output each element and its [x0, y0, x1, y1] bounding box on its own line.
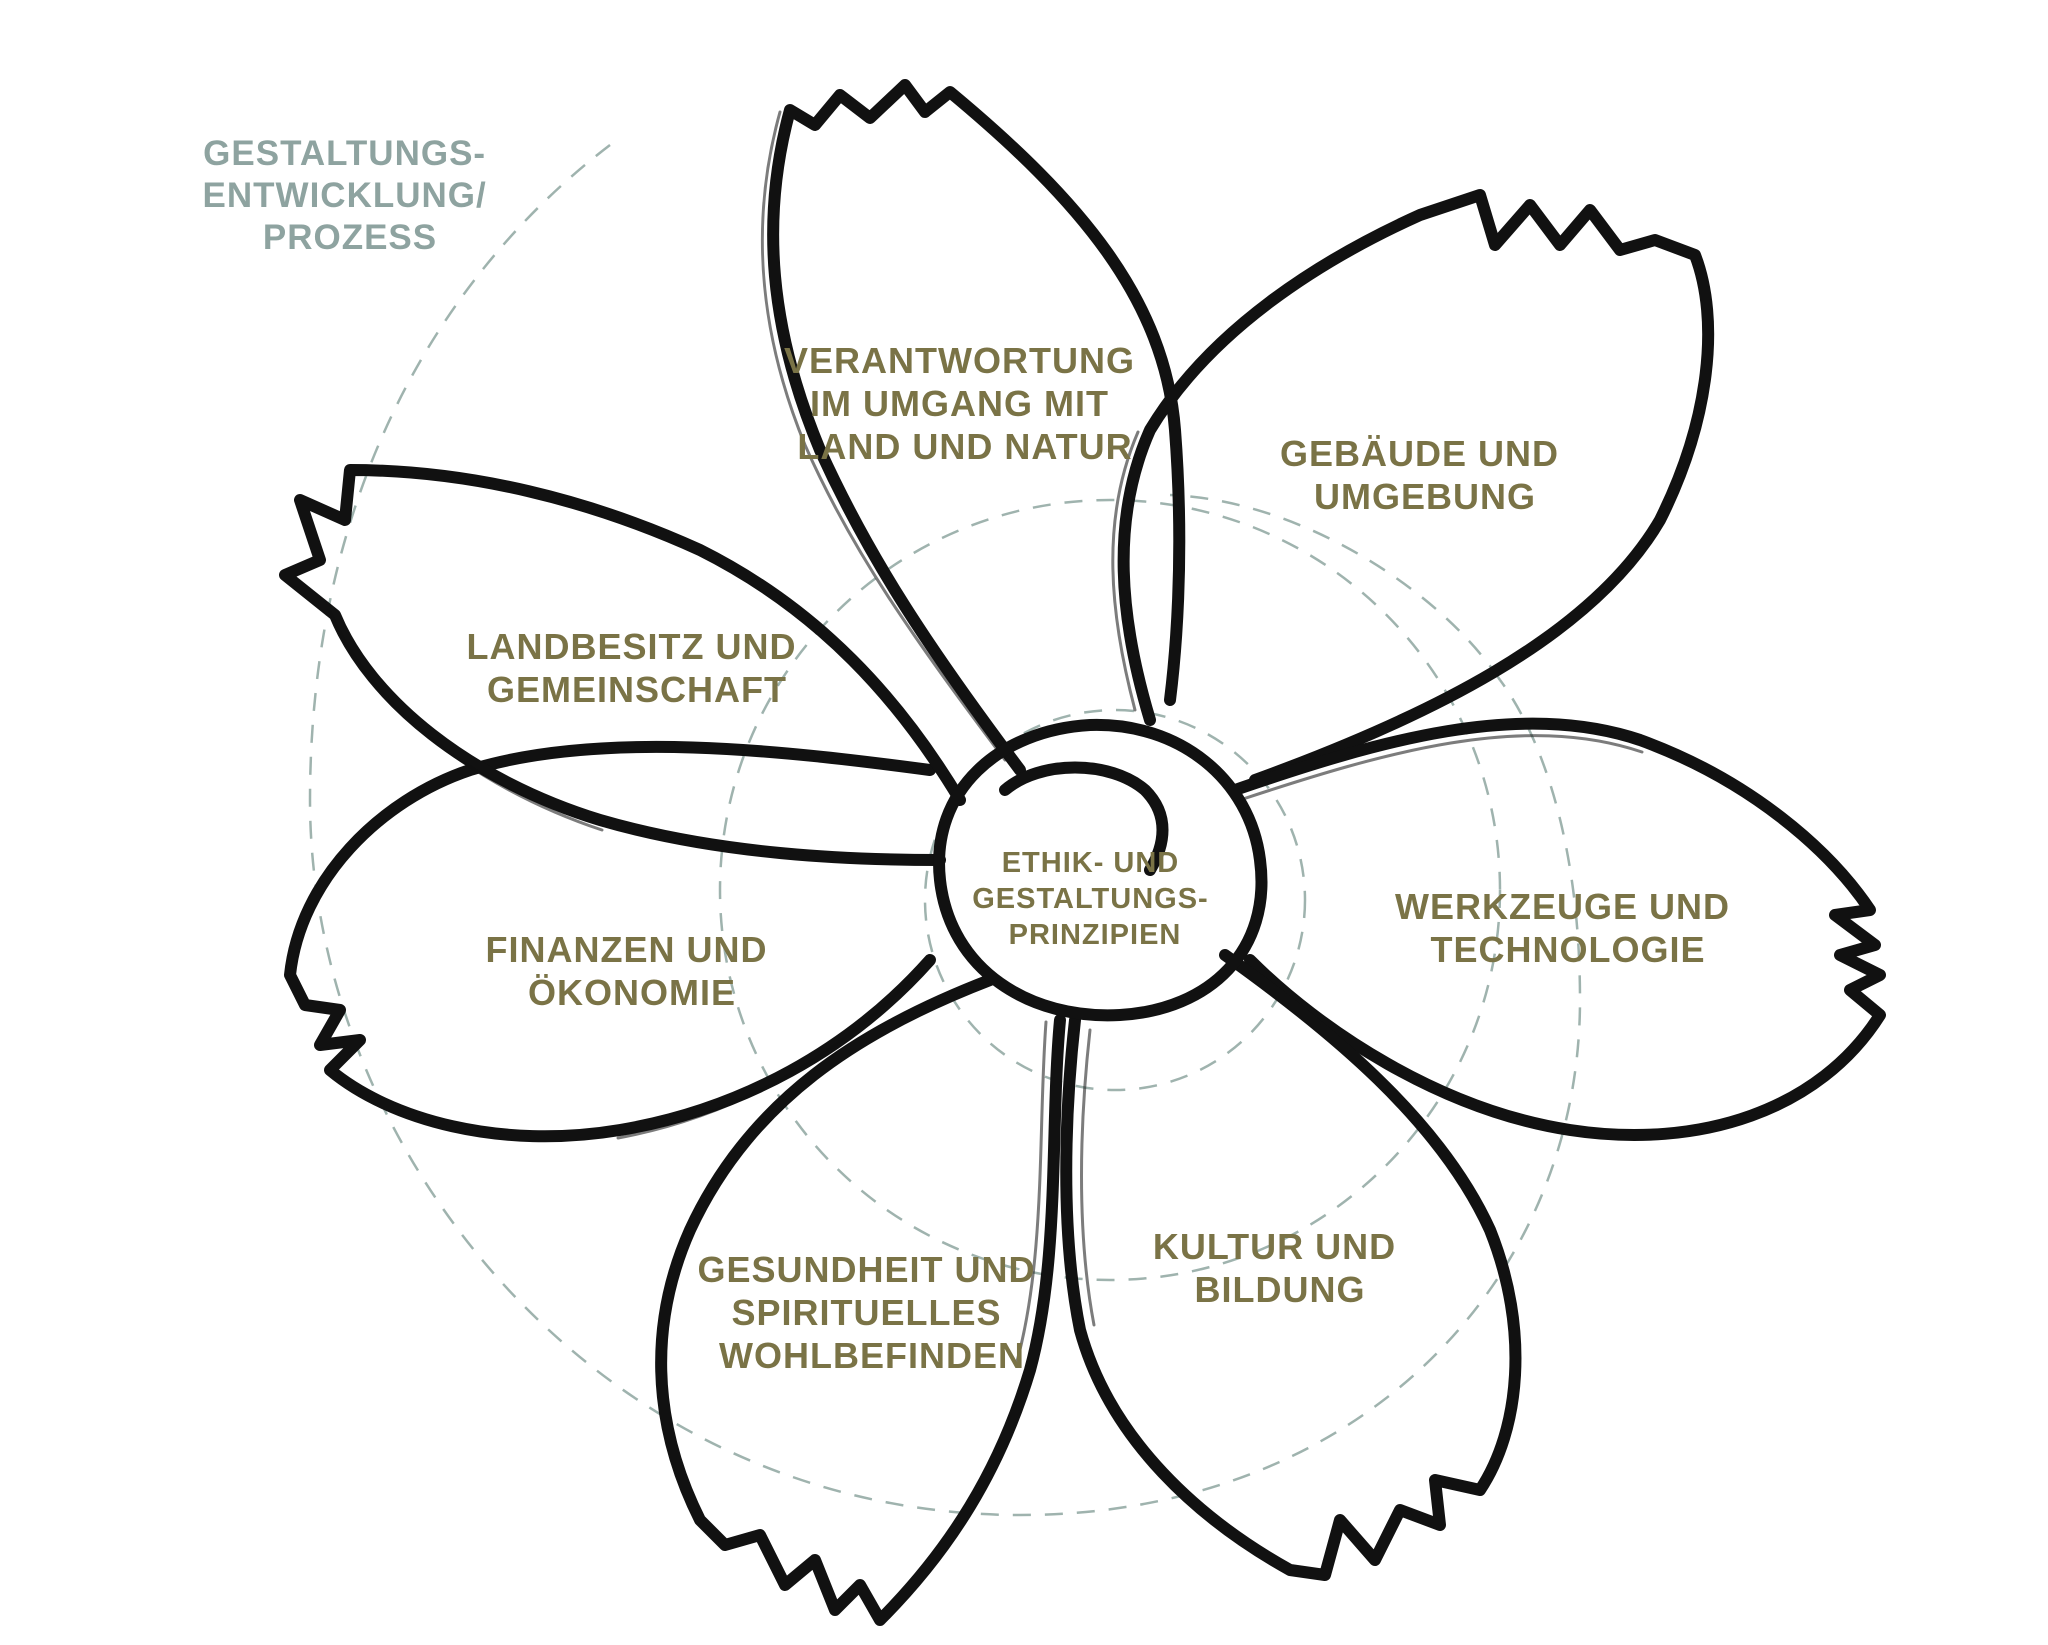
petal-gesundheit-texture	[1014, 1020, 1048, 1367]
center-label-line: ETHIK- UND	[1002, 847, 1180, 879]
petal-gesundheit	[655, 974, 1066, 1626]
petals	[279, 79, 1886, 1626]
petal-gebaeude-texture	[1111, 430, 1140, 712]
process-label-line: GESTALTUNGS-	[203, 134, 486, 173]
domain-label-gebaeude: GEBÄUDE UND UMGEBUNG	[1280, 433, 1570, 517]
petal-finanzen-texture	[616, 970, 920, 1140]
process-label-line: PROZESS	[263, 218, 437, 257]
domain-label-line: TECHNOLOGIE	[1430, 929, 1705, 970]
petal-land-natur-texture	[760, 110, 1007, 762]
domain-label-line: GEBÄUDE UND	[1280, 433, 1559, 474]
domain-label-landbesitz: LANDBESITZ UND GEMEINSCHAFT	[467, 626, 808, 710]
petal-gebaeude	[1117, 189, 1715, 786]
center-label-line: GESTALTUNGS-	[972, 883, 1208, 915]
center-ring	[933, 718, 1268, 1022]
domain-label-land-natur: VERANTWORTUNG IM UMGANG MIT LAND UND NAT…	[784, 340, 1146, 467]
domain-label-line: VERANTWORTUNG	[784, 340, 1135, 381]
domain-label-line: IM UMGANG MIT	[810, 383, 1109, 424]
domain-label-finanzen: FINANZEN UND ÖKONOMIE	[486, 929, 779, 1013]
process-label: GESTALTUNGS- ENTWICKLUNG/ PROZESS	[203, 134, 498, 257]
domain-label-kultur: KULTUR UND BILDUNG	[1153, 1226, 1407, 1310]
domain-label-line: SPIRITUELLES	[731, 1292, 1001, 1333]
petal-kultur-texture	[1080, 1028, 1096, 1327]
domain-label-line: ÖKONOMIE	[528, 972, 736, 1013]
petal-werkzeuge-texture	[1238, 734, 1644, 802]
domain-label-line: KULTUR UND	[1153, 1226, 1396, 1267]
domain-label-werkzeuge: WERKZEUGE UND TECHNOLOGIE	[1395, 886, 1741, 970]
domain-label-line: LAND UND NATUR	[797, 426, 1132, 467]
petal-finanzen	[284, 740, 936, 1143]
process-spiral	[308, 144, 1582, 1517]
spiral-ring-link	[1169, 493, 1502, 681]
petal-kultur	[1060, 949, 1522, 1581]
center-spiral	[999, 761, 1169, 876]
spiral-ring-middle	[718, 498, 1502, 1282]
domain-label-line: WERKZEUGE UND	[1395, 886, 1730, 927]
domain-label-line: GEMEINSCHAFT	[487, 669, 787, 710]
domain-label-line: LANDBESITZ UND	[467, 626, 797, 667]
domain-label-gesundheit: GESUNDHEIT UND SPIRITUELLES WOHLBEFINDEN	[697, 1249, 1046, 1376]
petal-landbesitz-texture	[328, 610, 604, 832]
domain-label-line: GESUNDHEIT UND	[697, 1249, 1035, 1290]
domain-label-line: WOHLBEFINDEN	[719, 1335, 1025, 1376]
domain-label-line: BILDUNG	[1195, 1269, 1366, 1310]
process-label-line: ENTWICKLUNG/	[203, 176, 487, 215]
petal-werkzeuge	[1229, 717, 1886, 1141]
domain-label-line: UMGEBUNG	[1314, 476, 1536, 517]
petal-land-natur	[767, 79, 1186, 776]
petal-landbesitz	[279, 464, 966, 866]
spiral-ring-inner	[923, 708, 1307, 1092]
center-label-line: PRINZIPIEN	[1009, 919, 1182, 951]
center-label: ETHIK- UND GESTALTUNGS- PRINZIPIEN	[972, 847, 1218, 951]
domain-label-line: FINANZEN UND	[486, 929, 768, 970]
